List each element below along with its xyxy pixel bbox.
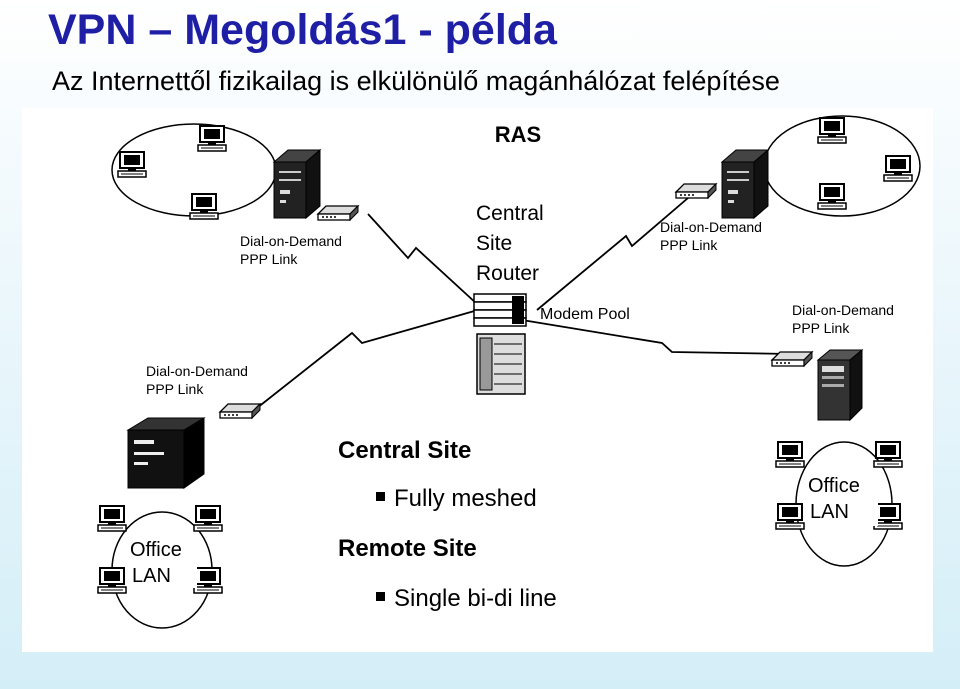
computer-icon xyxy=(883,155,913,182)
central-site-bullet: Fully meshed xyxy=(394,485,537,512)
central-router-label-line2: Site xyxy=(476,232,512,255)
central-router-label-line3: Router xyxy=(476,262,539,285)
computer-icon xyxy=(189,193,219,220)
remote-site-bullet: Single bi-di line xyxy=(394,585,557,612)
computer-icon xyxy=(117,151,147,178)
bullet-icon xyxy=(376,492,385,501)
server-icon xyxy=(721,149,769,219)
link-label-left-line1: Dial-on-Demand xyxy=(146,363,248,379)
computer-icon xyxy=(775,503,805,530)
office-lan-left-line2: LAN xyxy=(132,565,171,587)
computer-icon xyxy=(97,505,127,532)
link-label-top-left-line1: Dial-on-Demand xyxy=(240,233,342,249)
modem-pool-rack xyxy=(476,333,526,395)
computer-icon xyxy=(873,503,903,530)
top-left-lan xyxy=(111,123,359,221)
server-icon xyxy=(126,417,206,489)
connection-lines xyxy=(256,185,793,409)
bottom-right-office-lan xyxy=(771,348,903,567)
computer-icon xyxy=(193,505,223,532)
computer-icon xyxy=(197,125,227,152)
central-router-label-line1: Central xyxy=(476,202,544,225)
link-label-top-right-line2: PPP Link xyxy=(660,237,718,253)
office-lan-left-line1: Office xyxy=(130,539,182,561)
computer-icon xyxy=(817,117,847,144)
office-lan-right-line2: LAN xyxy=(810,501,849,523)
slide-title: VPN – Megoldás1 - példa xyxy=(48,6,557,54)
bullet-icon xyxy=(376,592,385,601)
modem-pool-label: Modem Pool xyxy=(540,306,630,323)
central-site-router xyxy=(473,293,527,327)
modem-icon xyxy=(771,351,813,367)
link-label-left-line2: PPP Link xyxy=(146,381,204,397)
computer-icon xyxy=(193,567,223,594)
bottom-left-office-lan xyxy=(97,403,261,629)
network-diagram: RAS Central Site Router Modem Pool Dial-… xyxy=(22,108,933,652)
computer-icon xyxy=(775,441,805,468)
modem-icon xyxy=(219,403,261,419)
modem-icon xyxy=(675,183,717,199)
office-lan-right-line1: Office xyxy=(808,475,860,497)
link-label-right-line1: Dial-on-Demand xyxy=(792,302,894,318)
link-label-top-right-line1: Dial-on-Demand xyxy=(660,219,762,235)
link-label-right-line2: PPP Link xyxy=(792,320,850,336)
link-label-top-left-line2: PPP Link xyxy=(240,251,298,267)
server-icon xyxy=(816,348,864,422)
computer-icon xyxy=(817,183,847,210)
modem-icon xyxy=(317,205,359,221)
remote-site-heading: Remote Site xyxy=(338,535,477,562)
slide-subtitle: Az Internettől fizikailag is elkülönülő … xyxy=(52,66,780,96)
top-right-lan xyxy=(675,115,921,219)
ras-label: RAS xyxy=(495,122,541,147)
server-icon xyxy=(273,149,321,219)
computer-icon xyxy=(97,567,127,594)
central-site-heading: Central Site xyxy=(338,437,471,464)
computer-icon xyxy=(873,441,903,468)
